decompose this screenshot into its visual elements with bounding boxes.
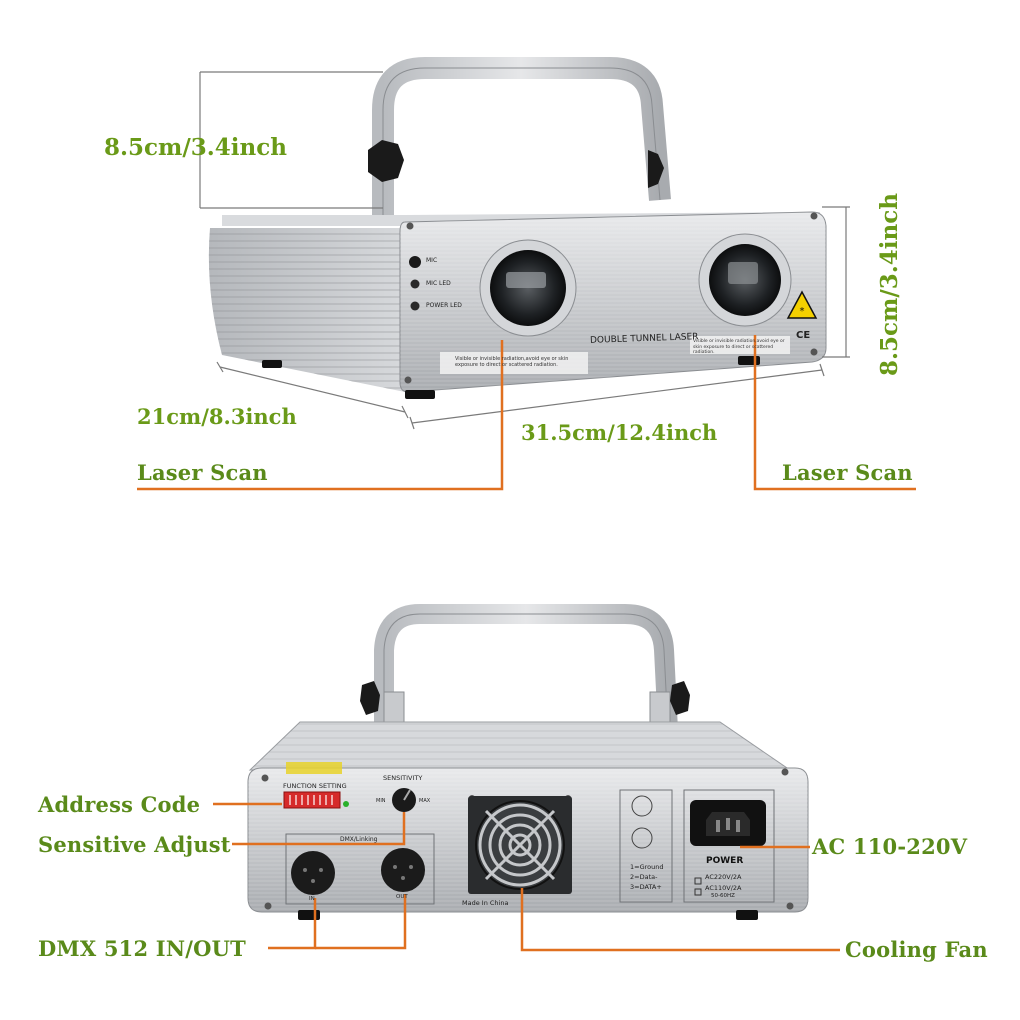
pin3-label: 3=DATA+	[630, 883, 662, 891]
ce-mark: CE	[796, 330, 811, 341]
mic-led-label: MIC LED	[426, 280, 451, 287]
laser-scan-right-label: Laser Scan	[782, 460, 913, 485]
rear-view	[247, 604, 809, 920]
pin1-label: 1=Ground	[630, 863, 664, 871]
dmx-out-socket	[381, 848, 425, 892]
front-knob-right	[648, 150, 664, 188]
front-view: *	[208, 57, 827, 399]
in-label: IN	[309, 896, 315, 902]
sensitivity-label: SENSITIVITY	[383, 774, 423, 782]
pin2-label: 2=Data-	[630, 873, 658, 881]
mic-led	[410, 279, 420, 289]
svg-text:*: *	[800, 306, 805, 317]
max-label: MAX	[419, 798, 431, 804]
body-height-dimension: 8.5cm/3.4inch	[876, 193, 903, 376]
front-knob-left	[368, 140, 404, 182]
mic-hole	[409, 256, 421, 268]
sensitive-adjust-label: Sensitive Adjust	[38, 832, 231, 857]
out-label: OUT	[396, 894, 408, 900]
leaders-top	[137, 335, 916, 491]
dmx-label: DMX 512 IN/OUT	[38, 936, 246, 961]
laser-warning-icon	[786, 290, 818, 319]
dmx-linking-label: DMX/Linking	[340, 836, 378, 843]
min-label: MIN	[376, 798, 386, 804]
rear-knob-left	[360, 681, 380, 715]
ac220-label: AC220V/2A	[705, 873, 742, 881]
laser-scan-left-label: Laser Scan	[137, 460, 268, 485]
cooling-fan-label: Cooling Fan	[845, 937, 988, 962]
width-dimension: 31.5cm/12.4inch	[521, 420, 718, 445]
dimension-lines-top	[199, 71, 850, 430]
power-led-label: POWER LED	[426, 302, 462, 309]
warning-text-right: Visible or invisible radiation,avoid eye…	[693, 339, 785, 355]
rear-handle	[374, 604, 678, 731]
depth-dimension: 21cm/8.3inch	[137, 404, 297, 429]
rear-knob-right	[670, 681, 690, 715]
mic-label: MIC	[426, 257, 438, 264]
power-led	[410, 301, 420, 311]
dmx-panel	[285, 833, 435, 905]
handle-height-dimension: 8.5cm/3.4inch	[104, 134, 287, 161]
dmx-in-socket	[291, 851, 335, 895]
function-setting-label: FUNCTION SETTING	[283, 782, 347, 790]
address-code-label: Address Code	[38, 792, 201, 817]
power-label: POWER	[706, 856, 744, 866]
ac-voltage-label: AC 110-220V	[812, 834, 968, 859]
made-in-label: Made In China	[462, 899, 509, 907]
leaders-bottom	[213, 802, 840, 952]
warning-text-left: Visible or invisible radiation,avoid eye…	[455, 356, 569, 368]
hz-label: 50-60HZ	[711, 893, 735, 899]
ac110-label: AC110V/2A	[705, 884, 742, 892]
front-handle	[372, 57, 671, 215]
